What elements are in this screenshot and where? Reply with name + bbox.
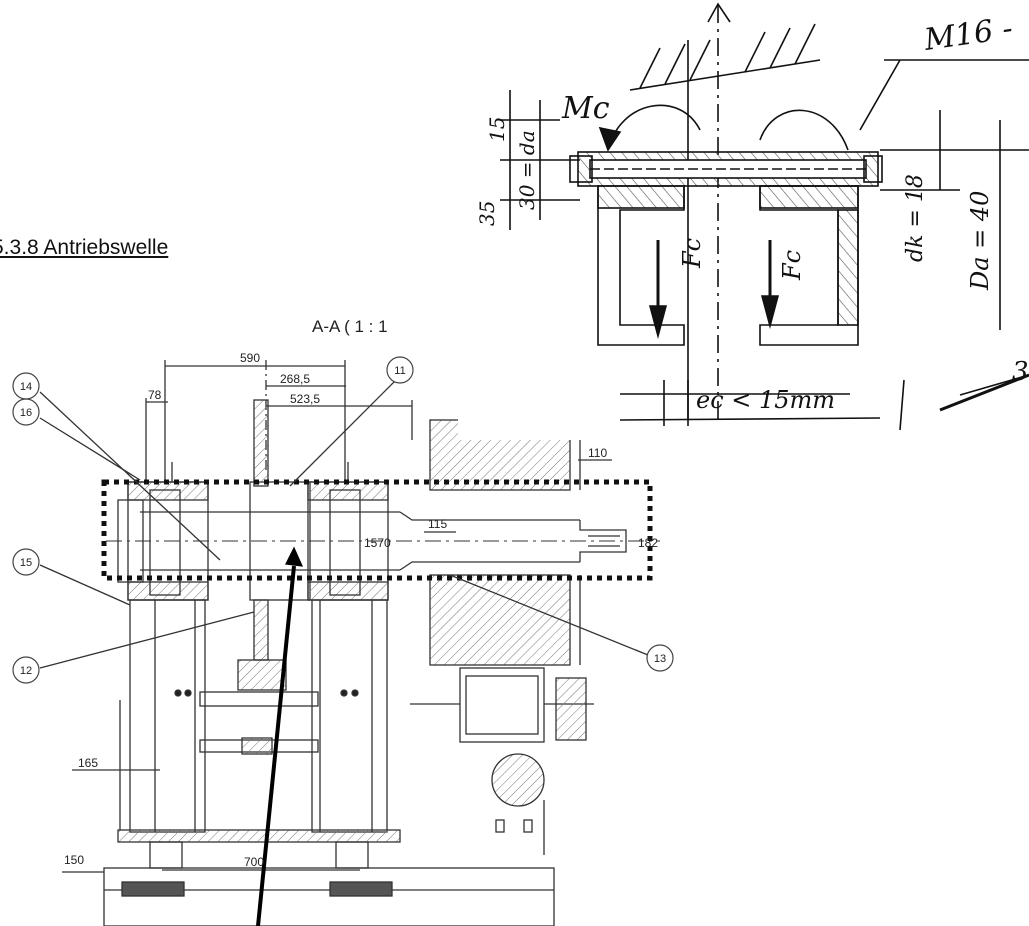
dimension-label: 268,5 (280, 372, 310, 386)
svg-text:11: 11 (394, 365, 405, 377)
svg-text:15: 15 (20, 557, 32, 569)
dimension-label: 700 (244, 855, 264, 869)
svg-text:14: 14 (20, 381, 32, 393)
balloon-15: 15 (12, 548, 40, 576)
dimension-label: 115 (428, 517, 447, 531)
dimension-label: 150 (64, 853, 84, 867)
dimension-label: 1570 (364, 536, 391, 550)
sketch-labels: M16 - Mc Fc Fc 15 30 = da 35 dk = 18 Da … (475, 11, 1029, 414)
dimension-label: 110 (588, 446, 607, 460)
dimension-15-label: 15 (485, 117, 509, 142)
dimension-label: 523,5 (290, 392, 320, 406)
dimension-18-label: dk = 18 (903, 174, 928, 262)
dimension-labels: 590 268,5 523,5 78 110 115 1570 182 165 … (64, 351, 658, 869)
part-balloons: 14 11 16 15 12 13 (12, 356, 674, 684)
force-label-left: Fc (678, 238, 706, 269)
dimension-35-label: 35 (475, 201, 499, 226)
eccentricity-label: ec < 15mm (696, 386, 835, 414)
section-label: A-A ( 1 : 1 (312, 317, 388, 336)
svg-text:16: 16 (20, 407, 32, 419)
balloon-13: 13 (646, 644, 674, 672)
dimension-label: 590 (240, 351, 260, 365)
dimension-40-label: Da = 40 (966, 191, 994, 291)
svg-text:13: 13 (654, 653, 666, 665)
cut-dimension-label: 3 (1012, 357, 1029, 387)
svg-text:12: 12 (20, 665, 32, 677)
dimension-30-label: 30 = da (515, 130, 539, 210)
balloon-11: 11 (386, 356, 414, 384)
force-label-right: Fc (778, 250, 806, 281)
dimension-label: 78 (148, 388, 162, 402)
hand-sketch (458, 0, 1029, 440)
section-heading: 5.3.8 Antriebswelle (0, 236, 169, 259)
balloon-12: 12 (12, 656, 40, 684)
dimension-label: 182 (638, 536, 658, 550)
moment-label: Mc (561, 91, 610, 126)
dimension-label: 165 (78, 756, 98, 770)
balloon-16: 16 (12, 398, 40, 426)
balloon-14: 14 (12, 372, 40, 400)
